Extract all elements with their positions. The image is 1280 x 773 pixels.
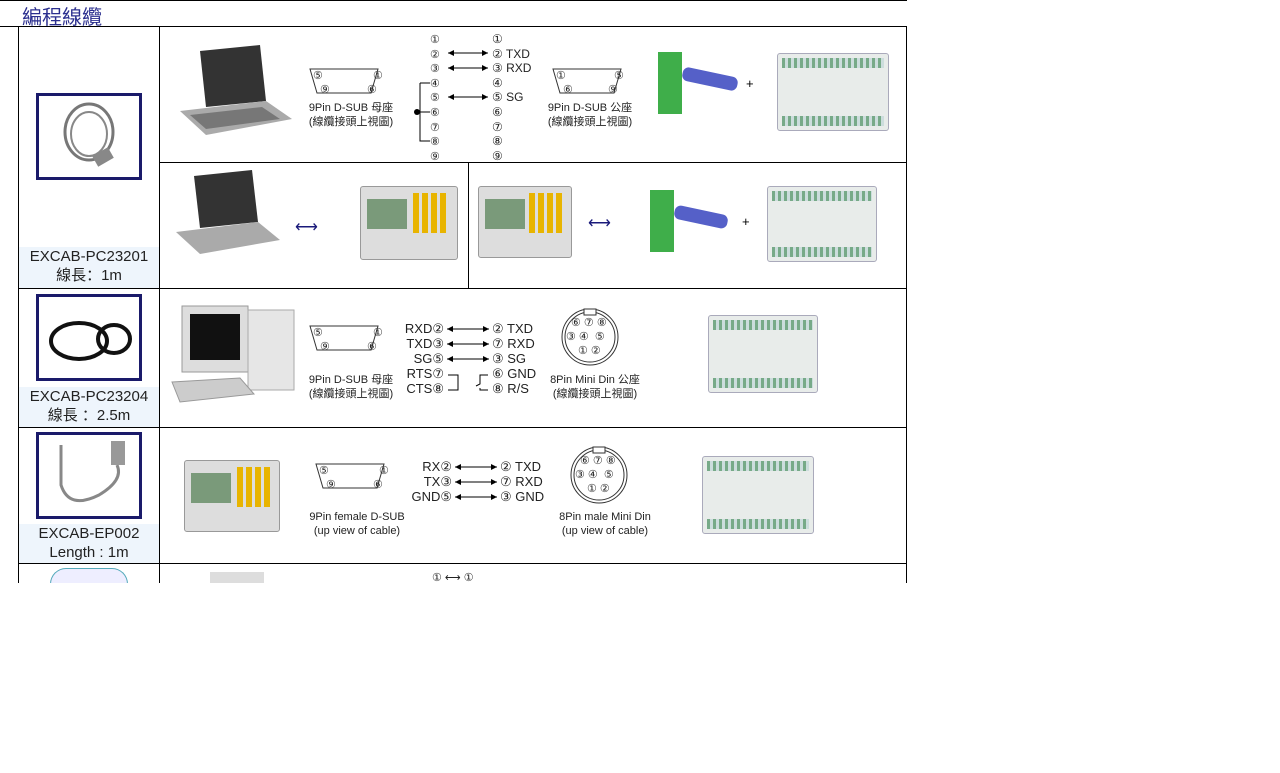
connector-label: 8Pin Mini Din 公座 [550, 374, 640, 386]
divider [468, 162, 469, 288]
dsub-female-connector [309, 325, 379, 351]
adapter-board-image [658, 52, 682, 114]
pin-label: ⑥ [373, 479, 383, 491]
plc-image [767, 186, 877, 262]
cable-image [36, 93, 142, 180]
cable-model: EXCAB-EP002 [38, 525, 140, 542]
connector-label: 8Pin male Mini Din [559, 511, 651, 523]
divider [18, 26, 19, 583]
connector-label: 9Pin female D-SUB [309, 511, 405, 523]
pin-label: ③ ④ ⑤ [566, 331, 605, 343]
connector-sublabel: (線纜接頭上視圖) [552, 388, 638, 400]
connector-label: 9Pin D-SUB 母座 [308, 374, 394, 386]
pin-label: ⑥ [563, 84, 573, 96]
pin-label: ⑨ [320, 341, 330, 353]
plc-image [708, 315, 818, 393]
dsub-female-connector [315, 463, 385, 489]
cable-length: 線長：1m [56, 267, 122, 284]
cable-label: EXCAB-PC23201 線長：1m [19, 247, 159, 288]
connector-label: 9Pin D-SUB 母座 [308, 102, 394, 114]
divider [0, 0, 907, 1]
hmi-panel-image [360, 186, 458, 260]
pin-label: ⑨ [608, 84, 618, 96]
connector-label: 9Pin D-SUB 公座 [547, 102, 633, 114]
left-signal-list: RXD② TXD③ SG⑤ RTS⑦ CTS⑧ [404, 321, 444, 396]
plus-sign: + [746, 76, 754, 91]
left-pin-list: ① ② ③ ④ ⑤ ⑥ ⑦ ⑧ ⑨ [430, 34, 440, 163]
wiring-diagram [455, 464, 497, 500]
pin-label: ③ ④ ⑤ [575, 469, 614, 481]
divider [159, 162, 906, 163]
mini-din-connector [570, 446, 628, 504]
divider [18, 563, 906, 564]
pin-label: ① [556, 70, 566, 82]
divider [18, 288, 906, 289]
page-title: 編程線纜 [22, 5, 102, 29]
bidirectional-arrow: ⟷ [295, 219, 318, 236]
pin-label: ⑨ [326, 479, 336, 491]
divider [18, 427, 906, 428]
cable-label: EXCAB-PC23204 線長 ：2.5m [19, 387, 159, 427]
device-image [210, 572, 264, 583]
ribbon-cable-image [681, 66, 739, 92]
cable-label: EXCAB-EP002 Length : 1m [19, 524, 159, 563]
pin-label: ⑤ [614, 70, 624, 82]
right-signal-list: ② TXD ⑦ RXD ③ SG ⑥ GND ⑧ R/S [492, 321, 537, 396]
pin-label: ① ② [587, 483, 610, 495]
cable-image [36, 294, 142, 381]
cable-model: EXCAB-PC23204 [29, 388, 149, 405]
wiring-diagram [447, 326, 489, 391]
pin-label: ⑥ [367, 84, 377, 96]
connector-sublabel: (線纜接頭上視圖) [308, 388, 394, 400]
pin-label: ⑨ [320, 84, 330, 96]
connector-sublabel: (線纜接頭上視圖) [308, 116, 394, 128]
plc-image [702, 456, 814, 534]
pin-label: ① ② [578, 345, 601, 357]
adapter-board-image [650, 190, 674, 252]
pin-label: ⑥ [367, 341, 377, 353]
cable-length: Length : 1m [49, 544, 129, 561]
pin-label: ① [373, 327, 383, 339]
pin-label: ① [379, 465, 389, 477]
cable-length: 線長 ：2.5m [47, 407, 131, 424]
bidirectional-arrow: ⟷ [588, 215, 611, 232]
plc-image [777, 53, 889, 131]
pin-label: ⑥ ⑦ ⑧ [571, 317, 607, 329]
desktop-pc-image [171, 305, 295, 403]
ribbon-cable-image [673, 204, 729, 230]
right-signal-list: ② TXD ⑦ RXD ③ GND [500, 459, 545, 504]
mini-din-connector [561, 308, 619, 366]
left-signal-list: RX② TX③ GND⑤ [411, 459, 452, 504]
cable-image [50, 568, 128, 584]
divider [159, 26, 160, 583]
plus-sign: + [742, 214, 750, 229]
dsub-female-connector [309, 68, 379, 94]
pin-label: ⑤ [313, 327, 323, 339]
laptop-image [180, 45, 292, 135]
wiring-diagram [414, 50, 488, 142]
laptop-image [176, 170, 280, 254]
pin-label: ① ⟷ ① [432, 572, 474, 584]
pin-label: ⑤ [319, 465, 329, 477]
right-pin-list: ① ② TXD ③ RXD ④ ⑤ SG ⑥ ⑦ ⑧ ⑨ [492, 32, 532, 163]
pin-label: ① [373, 70, 383, 82]
divider [906, 26, 907, 583]
hmi-panel-image [184, 460, 280, 532]
divider [0, 26, 907, 27]
hmi-panel-image [478, 186, 572, 258]
cable-image [36, 432, 142, 519]
connector-sublabel: (線纜接頭上視圖) [547, 116, 633, 128]
pin-label: ⑤ [313, 70, 323, 82]
pin-label: ⑥ ⑦ ⑧ [580, 455, 616, 467]
connector-sublabel: (up view of cable) [561, 525, 649, 537]
cable-model: EXCAB-PC23201 [29, 248, 149, 265]
dsub-male-connector [552, 68, 622, 94]
connector-sublabel: (up view of cable) [313, 525, 401, 537]
